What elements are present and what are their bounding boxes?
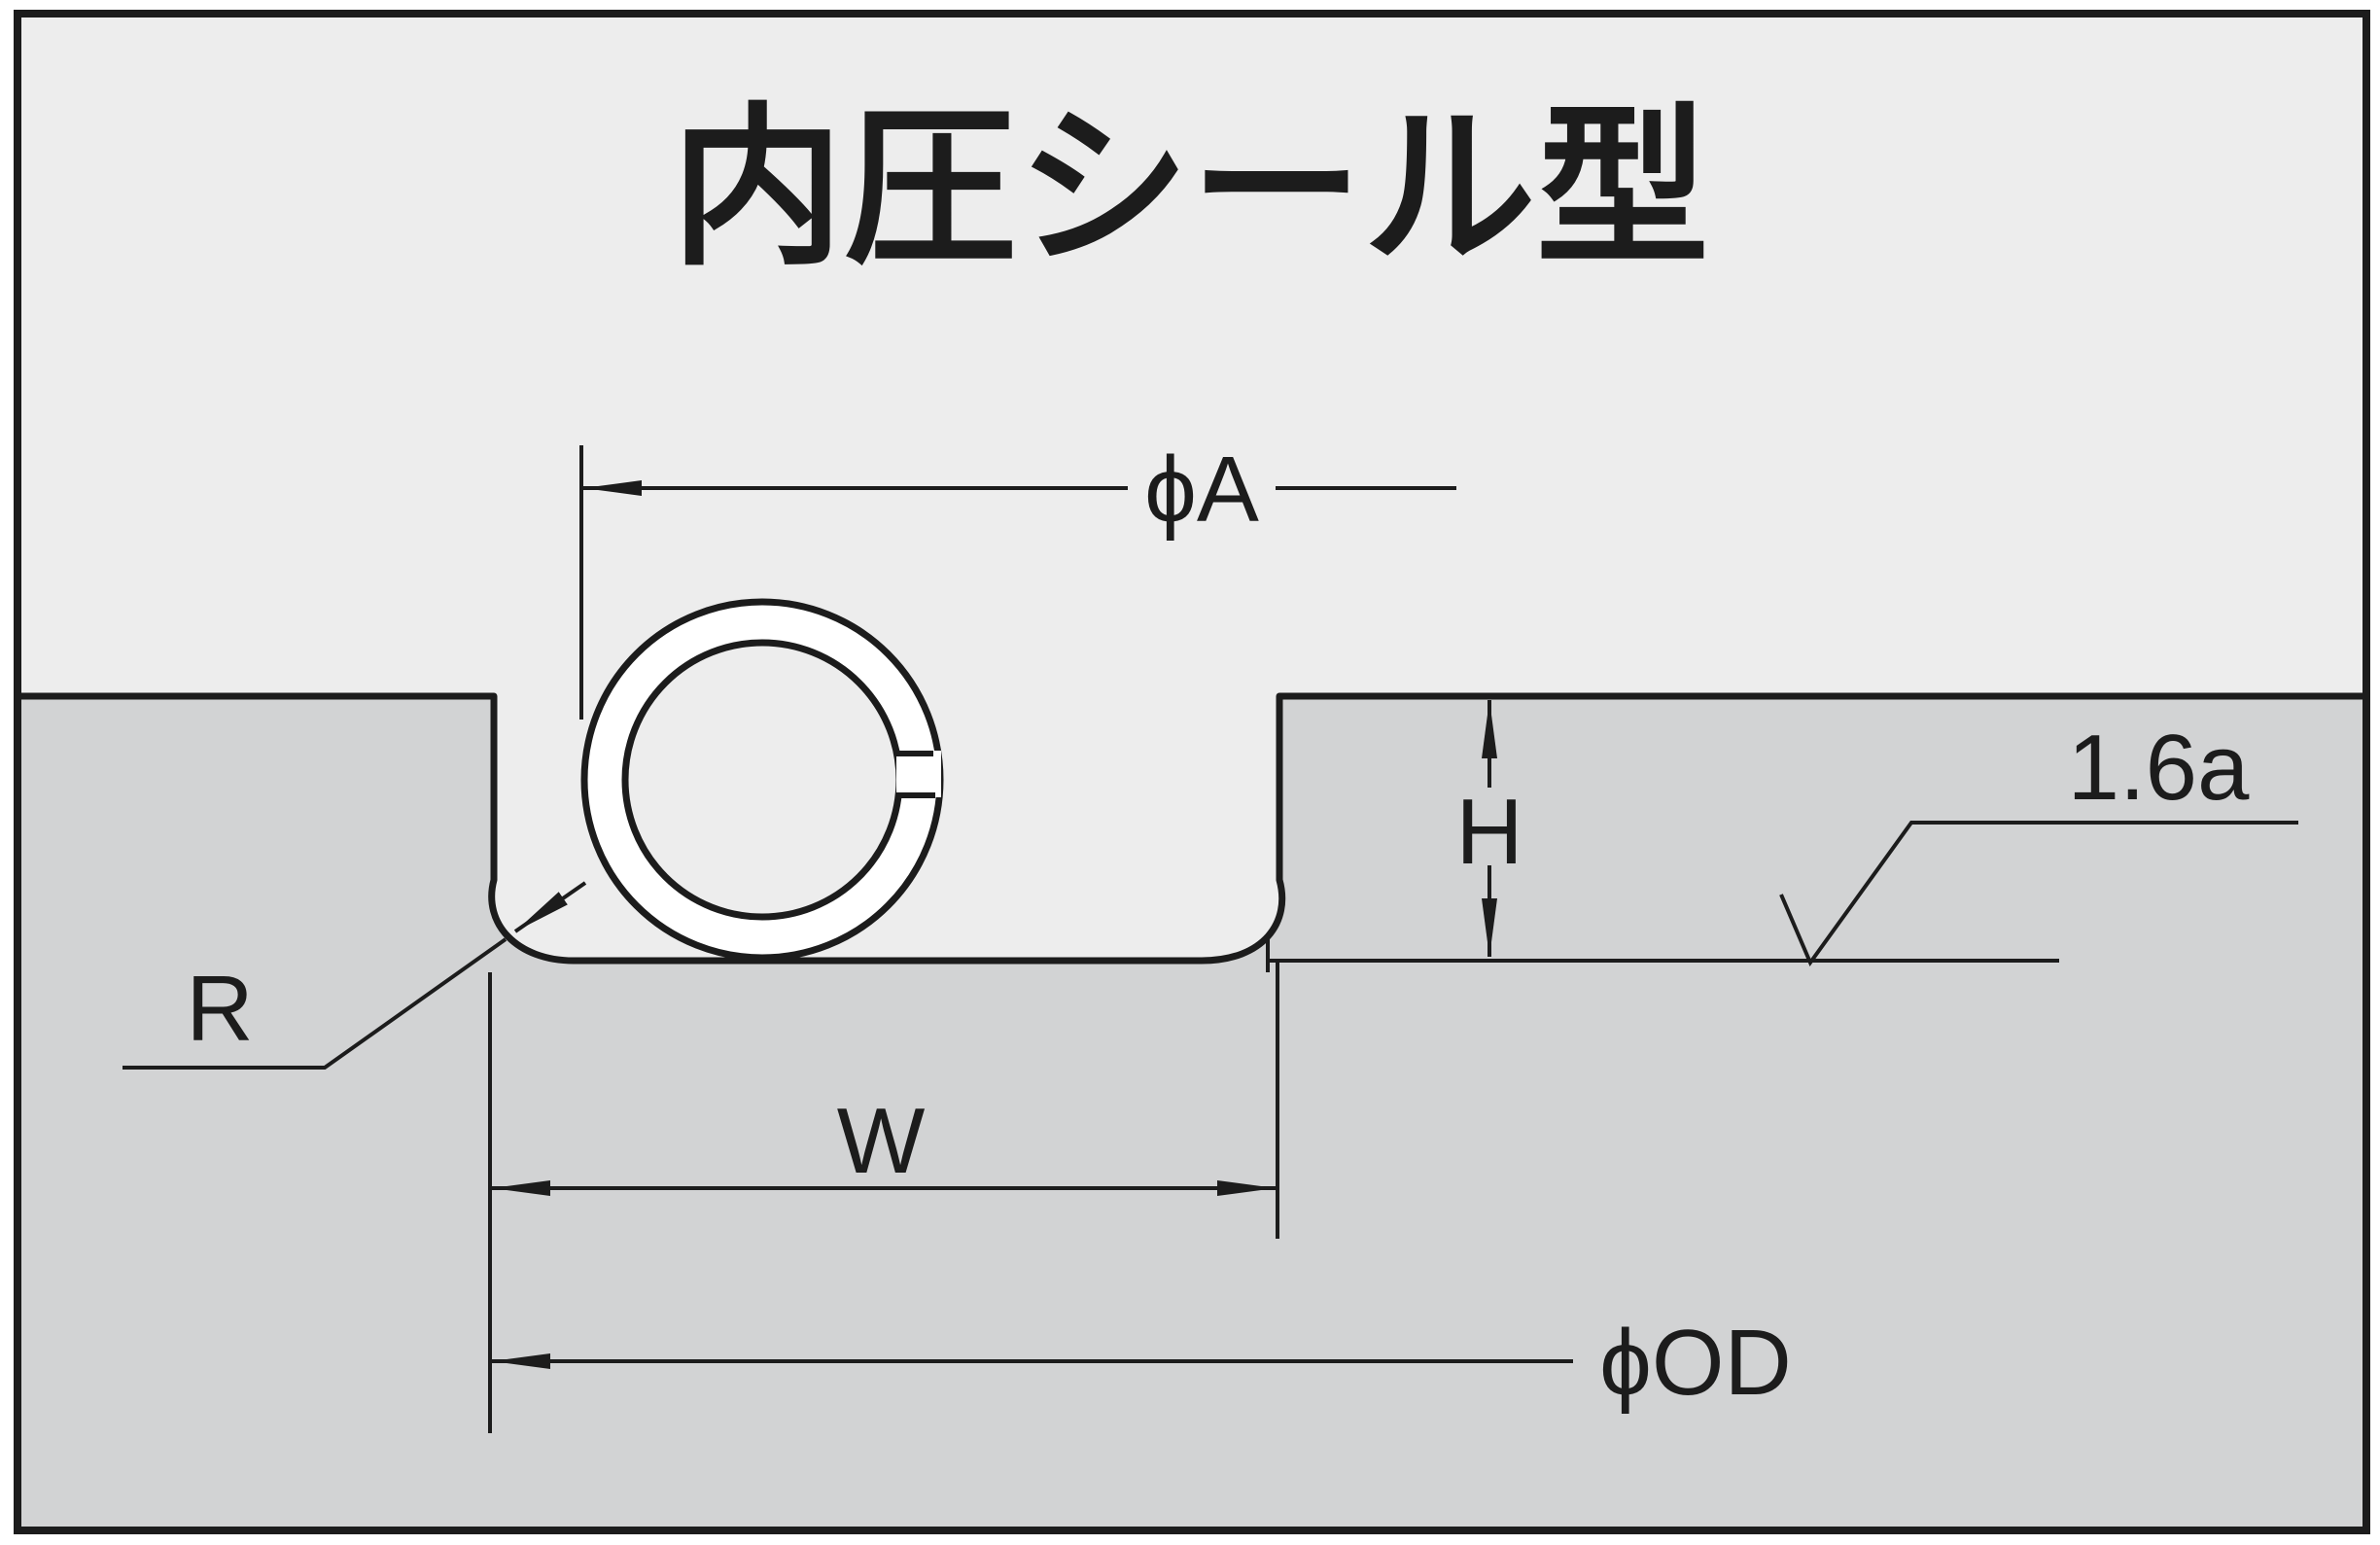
dimension-h: H	[1266, 700, 2059, 972]
frame-border	[14, 10, 2370, 1534]
dimension-w: W	[488, 961, 1279, 1433]
label-phi-od: ϕOD	[1599, 1311, 1792, 1415]
seal-ring	[580, 598, 944, 962]
dimension-phi-a: ϕA	[579, 438, 1456, 720]
roughness-symbol: 1.6a	[1779, 716, 2298, 967]
label-roughness: 1.6a	[2068, 716, 2250, 820]
groove-body	[14, 692, 2370, 1534]
label-r: R	[186, 957, 253, 1061]
radius-leader: R	[122, 881, 587, 1070]
label-phi-a: ϕA	[1144, 438, 1259, 542]
label-h: H	[1455, 780, 1522, 884]
dimension-phi-od: ϕOD	[492, 1311, 1792, 1415]
label-w: W	[837, 1089, 926, 1193]
page-title: 内圧シール型	[671, 88, 1709, 289]
